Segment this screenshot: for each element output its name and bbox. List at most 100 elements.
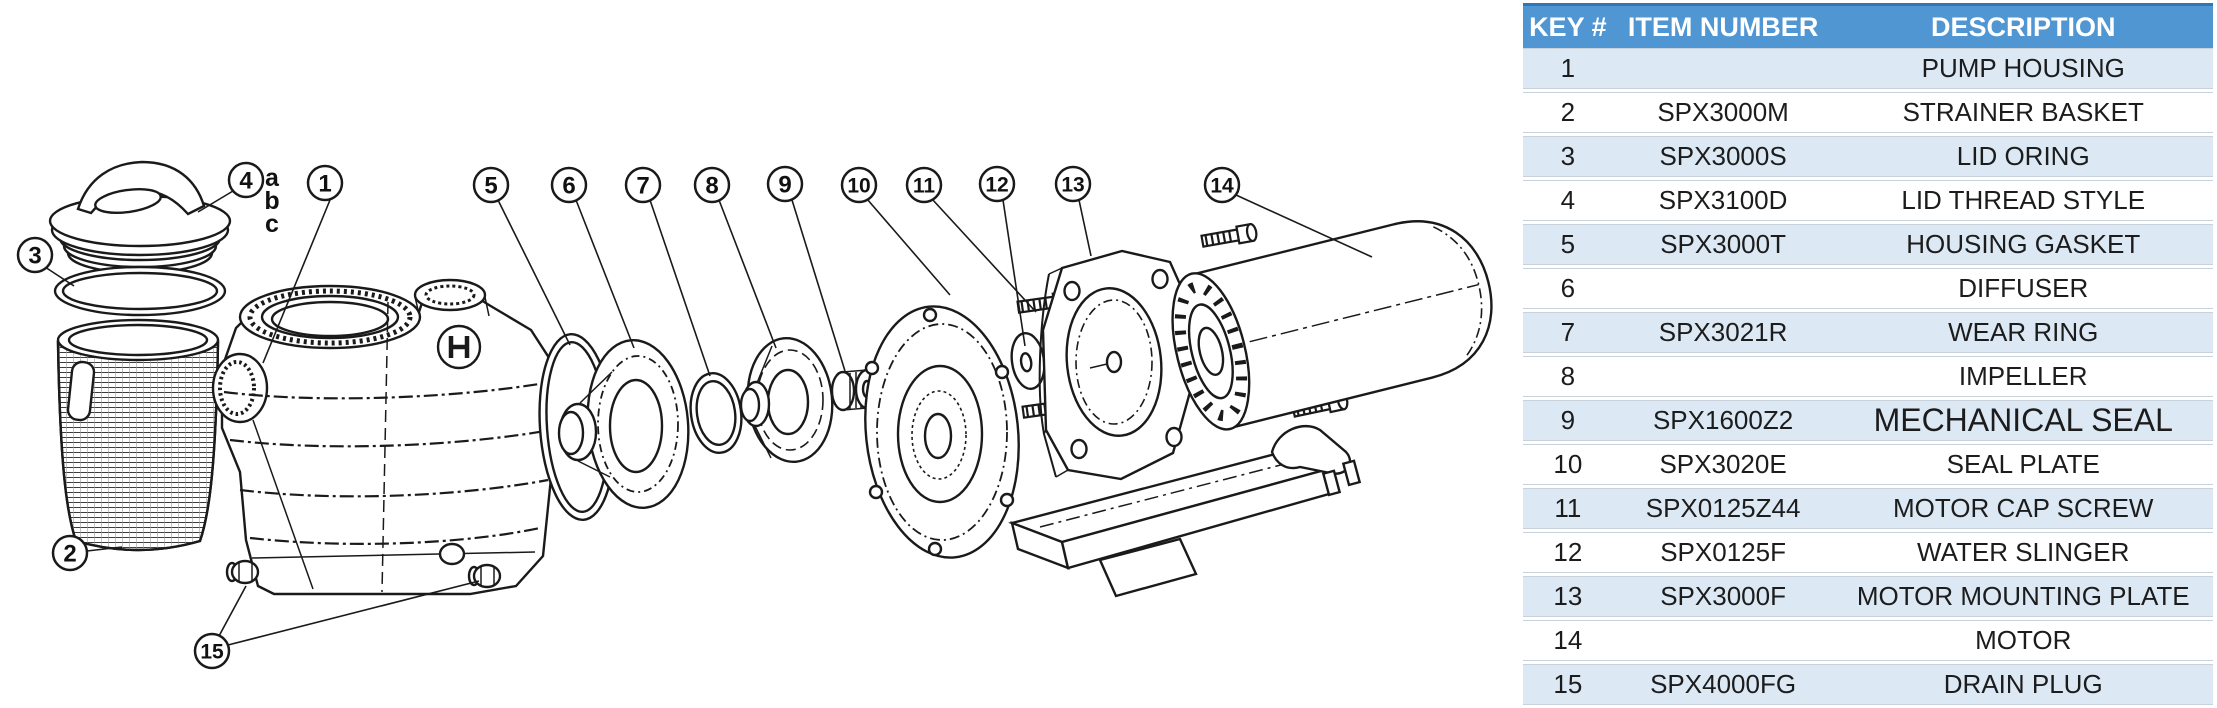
cell-description: DIFFUSER: [1958, 273, 2089, 303]
cell-item-number: SPX3000T: [1660, 229, 1786, 259]
leader-line-6: [575, 199, 635, 349]
callout-circle: [193, 632, 231, 670]
leader-line-12: [1002, 199, 1026, 347]
callout-circle: [51, 534, 89, 572]
callout-number: 9: [778, 172, 791, 199]
callout-2: 2: [51, 534, 89, 572]
lid-variant-letter-a: a: [265, 164, 280, 192]
callout-circle: [766, 165, 804, 203]
cell-item-number: SPX1600Z2: [1652, 405, 1794, 435]
part-seal-plate: [864, 305, 1020, 559]
callout-11: 11: [905, 166, 943, 204]
callout-1: 1: [306, 164, 344, 202]
callout-number: 6: [562, 173, 575, 200]
callout-5: 5: [472, 166, 510, 204]
callout-12: 12: [978, 165, 1016, 203]
cell-description: MOTOR CAP SCREW: [1892, 493, 2154, 523]
part-wear-ring: [689, 372, 743, 454]
part-impeller: [739, 336, 834, 464]
callout-number: 8: [705, 173, 718, 200]
cell-item-number: SPX3021R: [1658, 317, 1788, 347]
callout-circle: [16, 236, 54, 274]
table-row: 1 PUMP HOUSING: [1523, 48, 2213, 89]
callout-number: 5: [484, 173, 497, 200]
leader-line-7: [649, 199, 711, 377]
part-motor: [1171, 220, 1493, 431]
table-row: 14 MOTOR: [1523, 620, 2213, 661]
drain-plug-left: [225, 559, 260, 585]
callout-number: 1: [318, 171, 331, 198]
leader-line-15: [218, 585, 247, 637]
cell-description: MOTOR: [1975, 625, 2072, 655]
callout-circle: [978, 165, 1016, 203]
callout-number: 10: [847, 175, 870, 198]
cell-item-number: SPX4000FG: [1650, 669, 1797, 699]
table-row: 10 SPX3020E SEAL PLATE: [1523, 444, 2213, 485]
callout-8: 8: [693, 166, 731, 204]
header-item-number: ITEM NUMBER: [1627, 11, 1819, 42]
callout-number: 13: [1061, 174, 1084, 197]
part-lid-oring: [53, 265, 227, 317]
callout-circle: [227, 161, 265, 199]
cell-description: HOUSING GASKET: [1906, 229, 2141, 259]
part-mounting-plate: [1038, 249, 1192, 481]
cell-description: PUMP HOUSING: [1921, 53, 2125, 83]
callout-circle: [905, 166, 943, 204]
part-motor-base: [1008, 425, 1362, 598]
table-row: 12 SPX0125F WATER SLINGER: [1523, 532, 2213, 573]
leader-line-9: [791, 199, 846, 372]
cell-key: 7: [1560, 317, 1576, 347]
callout-number: 11: [913, 175, 936, 198]
callout-circle: [1054, 165, 1092, 203]
lid-variant-letter-b: b: [264, 187, 279, 215]
cell-key: 6: [1560, 273, 1576, 303]
leader-line-2: [86, 546, 123, 552]
header-description: DESCRIPTION: [1930, 11, 2116, 42]
cell-description: MECHANICAL SEAL: [1873, 402, 2173, 438]
leader-line-13: [1078, 199, 1092, 257]
callout-number: 4: [239, 168, 253, 195]
cell-description: WEAR RING: [1948, 317, 2099, 347]
table-row: 13 SPX3000F MOTOR MOUNTING PLATE: [1523, 576, 2213, 617]
cell-key: 1: [1560, 53, 1576, 83]
cell-description: SEAL PLATE: [1946, 449, 2100, 479]
callout-7: 7: [624, 166, 662, 204]
leader-line-8: [718, 199, 777, 349]
table-row: 7 SPX3021R WEAR RING: [1523, 312, 2213, 353]
leader-line-11: [931, 198, 1037, 313]
leader-line-5: [497, 199, 571, 346]
table-row: 9 SPX1600Z2 MECHANICAL SEAL: [1523, 400, 2213, 441]
callout-circle: [840, 166, 878, 204]
callout-circle: [306, 164, 344, 202]
cell-description: STRAINER BASKET: [1902, 97, 2144, 127]
cell-key: 12: [1553, 537, 1583, 567]
callout-number: 14: [1210, 175, 1234, 198]
callout-3: 3: [16, 236, 54, 274]
callout-6: 6: [550, 166, 588, 204]
leader-line-14: [1235, 194, 1373, 258]
table-row: 11 SPX0125Z44 MOTOR CAP SCREW: [1523, 488, 2213, 529]
table-row: 6 DIFFUSER: [1523, 268, 2213, 309]
callout-circle: [472, 166, 510, 204]
callout-14: 14: [1203, 166, 1241, 204]
cell-key: 5: [1560, 229, 1576, 259]
leader-line-15: [227, 580, 480, 646]
cell-item-number: SPX0125F: [1660, 537, 1786, 567]
callout-number: 15: [200, 641, 224, 664]
callout-15: 15: [193, 632, 231, 670]
table-row: 2 SPX3000M STRAINER BASKET: [1523, 92, 2213, 133]
callout-13: 13: [1054, 165, 1092, 203]
part-strainer-basket: [56, 318, 220, 552]
leader-line-1: [262, 199, 331, 364]
leader-line-10: [866, 198, 951, 296]
cell-item-number: SPX0125Z44: [1645, 493, 1801, 523]
cell-description: IMPELLER: [1958, 361, 2088, 391]
parts-table: KEY # ITEM NUMBER DESCRIPTION 1 PUMP HOU…: [1523, 3, 2213, 708]
cell-description: LID ORING: [1956, 141, 2090, 171]
cell-item-number: SPX3020E: [1659, 449, 1787, 479]
cell-description: MOTOR MOUNTING PLATE: [1856, 581, 2190, 611]
cell-description: WATER SLINGER: [1917, 537, 2130, 567]
cell-key: 3: [1560, 141, 1576, 171]
